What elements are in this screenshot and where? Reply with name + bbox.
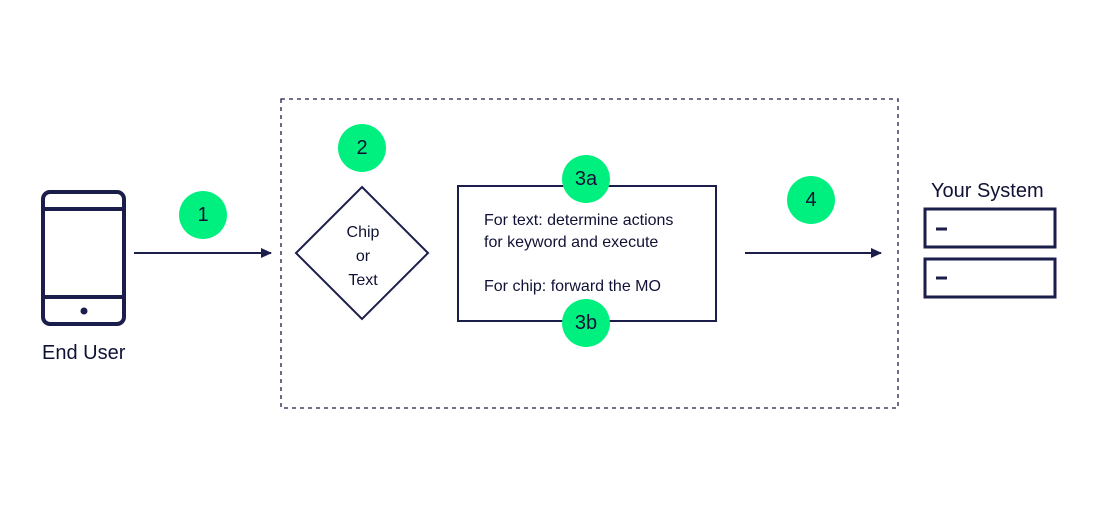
process-description: For text: determine actions for keyword … [484,210,714,298]
step-badge-4: 4 [787,176,835,224]
text-action-line-1: For text: determine actions [484,212,674,229]
decision-line-chip: Chip [346,224,380,241]
step-badge-1: 1 [179,191,227,239]
phone-icon [41,190,126,326]
your-system-label: Your System [931,180,1044,202]
decision-line-text: Text [348,272,378,289]
end-user-label: End User [42,342,126,364]
step-badge-3a: 3a [562,155,610,203]
step-badge-3b: 3b [562,299,610,347]
server-icon [923,207,1057,299]
platform-boundary [280,98,899,409]
decision-label: Chip or Text [318,221,408,293]
decision-diamond [294,185,430,321]
step-badge-2: 2 [338,124,386,172]
chip-action-line: For chip: forward the MO [484,278,661,295]
text-action-line-2: for keyword and execute [484,234,659,251]
decision-line-or: or [355,248,371,265]
